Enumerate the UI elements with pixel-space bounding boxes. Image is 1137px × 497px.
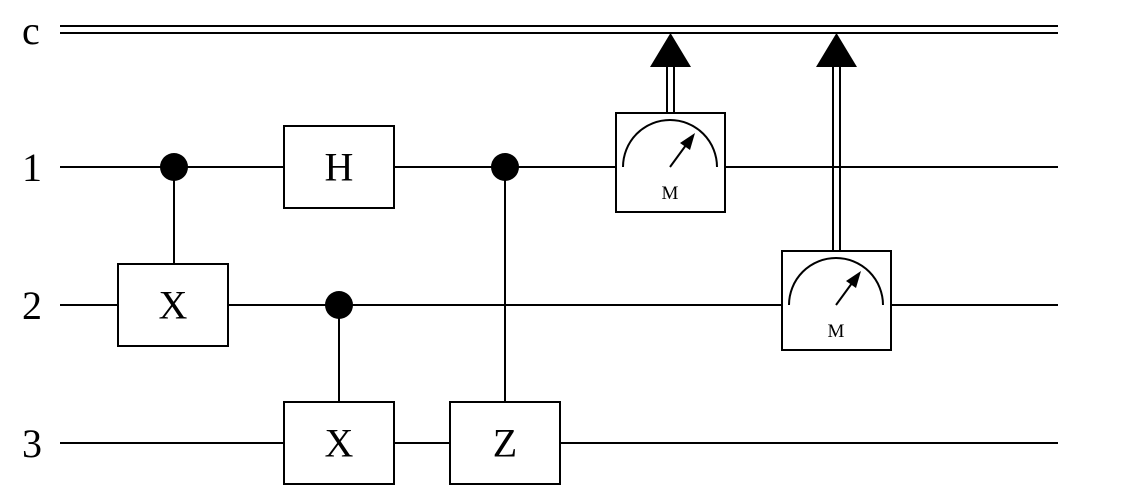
gate-box-x <box>283 401 395 485</box>
meter-label: M <box>662 183 679 204</box>
classical-wire-c <box>60 25 1058 34</box>
gate-box-x <box>117 263 229 347</box>
meter-box <box>615 112 726 213</box>
meter-box <box>781 250 892 351</box>
wire-label-2: 2 <box>22 283 42 328</box>
cnot-gate-2: X <box>283 291 395 485</box>
gate-label-x: X <box>325 421 354 466</box>
wire-label-3: 3 <box>22 421 42 466</box>
needle-arrowhead-icon <box>846 271 861 288</box>
needle-arrowhead-icon <box>680 133 695 150</box>
hadamard-gate: H <box>283 125 395 209</box>
arrow-up-icon <box>650 33 691 67</box>
meter-dial-icon <box>788 257 884 306</box>
gate-box-z <box>449 401 561 485</box>
gate-label-z: Z <box>493 421 517 466</box>
meter-label: M <box>828 321 845 342</box>
controlled-z-gate: Z <box>449 153 561 485</box>
gate-label-h: H <box>325 145 354 190</box>
control-dot <box>160 153 188 181</box>
wire-label-c: c <box>22 8 40 53</box>
meter-dial-icon <box>622 119 718 168</box>
wire-label-1: 1 <box>22 145 42 190</box>
gate-label-x: X <box>159 283 188 328</box>
measurement-2: M <box>781 33 892 351</box>
arrow-up-icon <box>816 33 857 67</box>
gate-box-h <box>283 125 395 209</box>
control-dot <box>325 291 353 319</box>
control-dot <box>491 153 519 181</box>
measurement-1: M <box>615 33 726 213</box>
cnot-gate-1: X <box>117 153 229 347</box>
